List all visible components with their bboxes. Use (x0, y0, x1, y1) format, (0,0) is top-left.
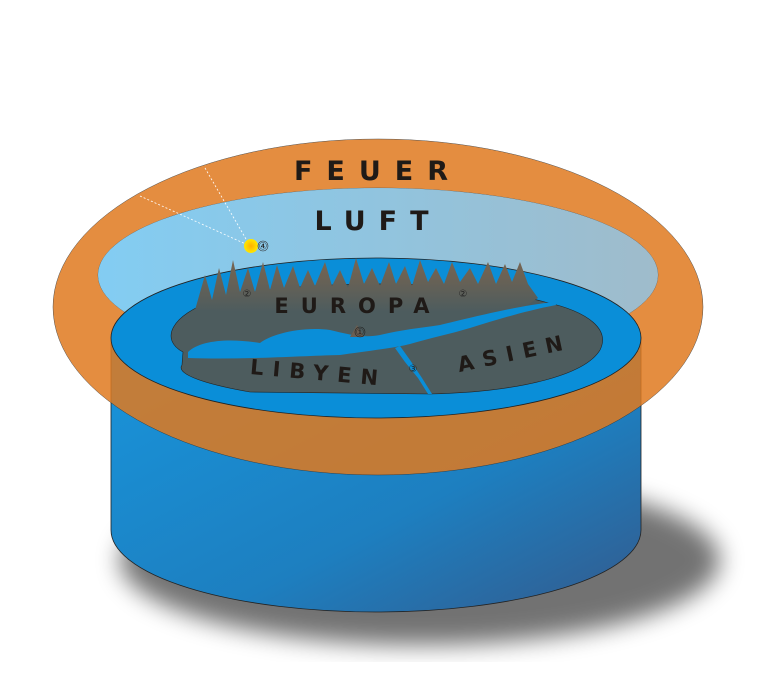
sun-ray (139, 195, 251, 247)
mountains (195, 258, 538, 312)
delphi-mountain (350, 325, 364, 337)
marker-circle (354, 326, 366, 338)
label-europe: EUROPA (274, 294, 441, 318)
marker-mountains-right: ② (459, 289, 468, 300)
marker-mountains-left: ② (243, 289, 252, 300)
sun-icon (244, 239, 258, 253)
marker-river: ③ (409, 364, 418, 375)
marker-center: ① (356, 328, 365, 339)
marker-circle (257, 240, 269, 252)
marker-sun: ④ (259, 242, 268, 253)
label-fire: FEUER (294, 156, 462, 187)
river-nile (395, 346, 432, 394)
inland-sea (188, 302, 556, 359)
label-air: LUFT (314, 206, 441, 237)
sun-ray (204, 167, 251, 247)
